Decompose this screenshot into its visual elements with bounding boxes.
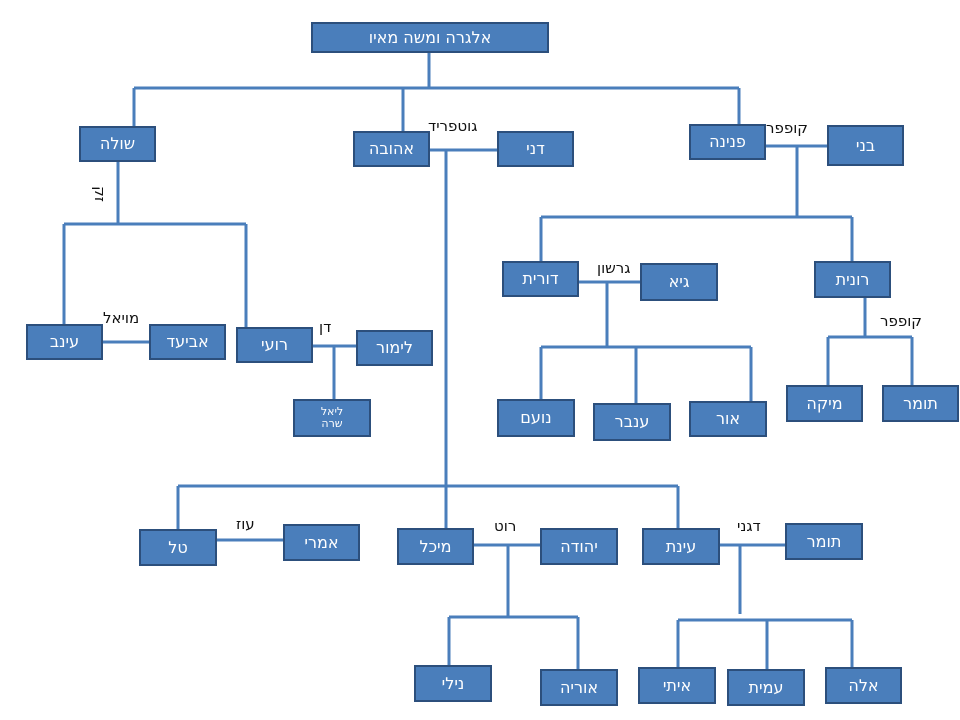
person-nili: נילי	[414, 665, 492, 702]
surname-gutfried: גוטפריד	[428, 117, 478, 135]
surname-kupfer-1: קופפר	[766, 119, 808, 137]
surname-kupfer-2: קופפר	[880, 312, 922, 330]
person-einat: עינת	[642, 528, 720, 565]
person-penina: פנינה	[689, 124, 766, 160]
person-einav: עינב	[26, 324, 103, 360]
person-or: אור	[689, 401, 767, 437]
person-liel: ליאל	[320, 404, 344, 418]
person-shula: שולה	[79, 126, 156, 162]
surname-dan: דן	[319, 318, 332, 336]
person-ela: אלה	[825, 667, 902, 704]
person-beni: בני	[827, 125, 904, 166]
surname-rot: רוט	[494, 517, 517, 535]
surname-oz: עוז	[236, 515, 255, 533]
person-liel-sara: ליאל שרה	[293, 399, 371, 437]
person-guy: גיא	[640, 263, 718, 301]
person-roi: רועי	[236, 327, 313, 363]
person-dorit: דורית	[502, 261, 579, 297]
person-sara: שרה	[321, 417, 343, 430]
person-ahuva: אהובה	[353, 131, 430, 167]
person-tal: טל	[139, 529, 217, 566]
person-limor: לימור	[356, 330, 433, 366]
person-uria: אוריה	[540, 669, 618, 706]
person-yehuda: יהודה	[540, 528, 618, 565]
person-inbar: ענבר	[593, 403, 671, 441]
person-aviad: אביעד	[149, 324, 226, 360]
root-couple-box: אלגרה ומשה מאיו	[311, 22, 549, 53]
surname-moyal: מויאל	[103, 309, 140, 327]
person-noam: נועם	[497, 399, 575, 437]
person-amit: עמית	[727, 669, 805, 706]
person-tomer-2: תומר	[785, 523, 863, 560]
person-dani: דני	[497, 131, 574, 167]
surname-zak: זק	[90, 186, 109, 202]
person-itai: איתי	[638, 667, 716, 704]
surname-gershon: גרשון	[597, 259, 631, 277]
person-michal: מיכל	[397, 528, 474, 565]
person-imri: אמרי	[283, 524, 360, 561]
person-ronit: רונית	[814, 261, 891, 298]
person-tomer-1: תומר	[882, 385, 959, 422]
person-mika: מיקה	[786, 385, 863, 422]
surname-dagani: דגני	[737, 517, 761, 535]
